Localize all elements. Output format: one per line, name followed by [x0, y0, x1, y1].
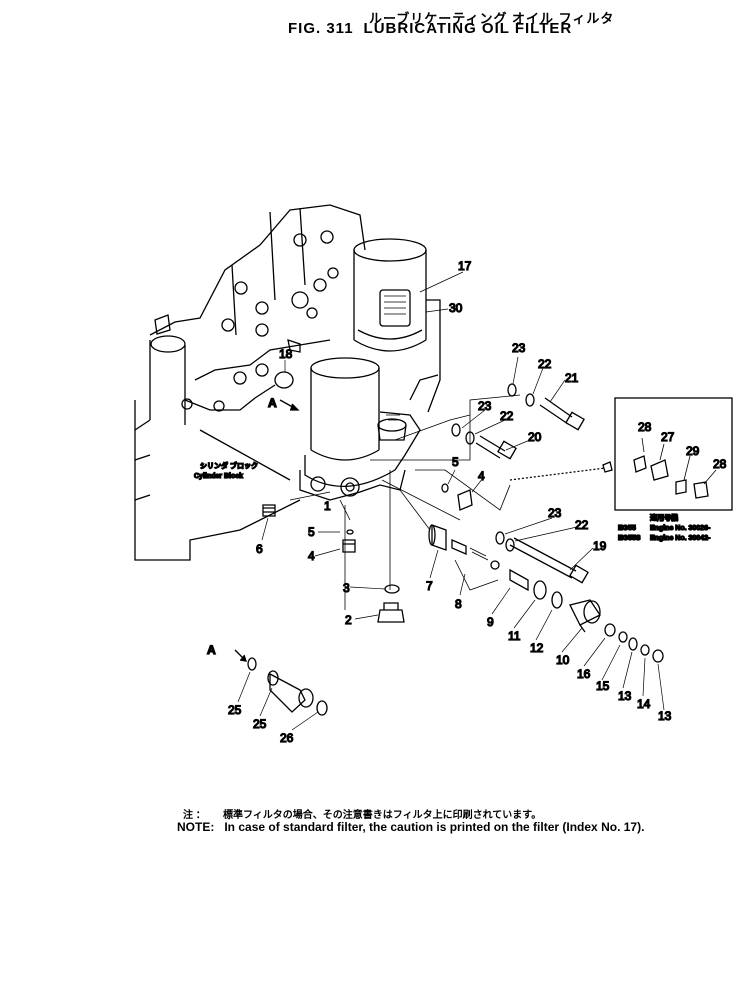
washer-23-b — [451, 423, 461, 437]
block-label-jp: シリンダ ブロック — [200, 461, 258, 470]
inset-box — [614, 397, 733, 511]
callout-12: 12 — [530, 641, 544, 655]
bolt-19 — [509, 537, 589, 584]
nut-16 — [604, 623, 616, 637]
note-label-jp: 注 ： — [183, 810, 206, 821]
washer-11 — [533, 580, 547, 600]
title-japanese: ルーブリケーティング オイル フィルタ — [369, 11, 615, 26]
callout-11: 11 — [508, 629, 521, 643]
callout-22-c: 22 — [575, 518, 589, 532]
note-text-en: In case of standard filter, the caution … — [224, 820, 645, 834]
figure-title: FIG. 311 LUBRICATING OIL FILTER — [288, 20, 582, 37]
callout-30: 30 — [449, 301, 463, 315]
block-label-en: Cylinder Block — [194, 473, 243, 480]
inset-title: 適用号機 — [650, 513, 678, 522]
nut-13-b — [652, 649, 664, 663]
spring-8 — [469, 547, 489, 561]
washer-15 — [618, 631, 628, 643]
ball-8 — [490, 560, 500, 570]
seal-5-a — [441, 483, 449, 493]
callout-13-b: 13 — [658, 709, 672, 723]
callout-2: 2 — [345, 613, 352, 627]
washer-23-a — [507, 383, 517, 397]
view-marker-a-lower: A — [207, 643, 216, 657]
callout-29: 29 — [686, 444, 700, 458]
callout-10: 10 — [556, 653, 570, 667]
callout-14: 14 — [637, 697, 651, 711]
note-label-en: NOTE: — [177, 820, 215, 834]
filter-element-17 — [353, 238, 441, 413]
callout-3: 3 — [343, 581, 350, 595]
sensor-wire — [509, 467, 606, 481]
leader-lines — [237, 271, 665, 731]
inset-model-2: EG55S — [618, 535, 641, 542]
inset-model-1: EG55 — [618, 525, 636, 532]
view-a-assembly — [234, 649, 328, 716]
callout-21: 21 — [565, 371, 579, 385]
callout-9: 9 — [487, 615, 494, 629]
callout-23-b: 23 — [478, 399, 492, 413]
washer-14 — [640, 644, 650, 656]
sleeve-7 — [431, 524, 447, 551]
note-text-jp: 標準フィルタの場合、その注意書きはフィルタ上に印刷されています。 — [223, 810, 542, 821]
plug-2 — [377, 602, 405, 623]
callout-22-b: 22 — [500, 409, 514, 423]
callout-5-a: 5 — [452, 455, 459, 469]
callout-27: 28 — [638, 420, 652, 434]
o-ring-18 — [274, 371, 294, 389]
callout-18: 18 — [279, 347, 293, 361]
callout-16: 16 — [577, 667, 591, 681]
washer-22-b — [465, 431, 475, 445]
washer-23-c — [495, 531, 505, 545]
callout-4-b: 4 — [308, 549, 315, 563]
callout-19: 19 — [593, 539, 607, 553]
callout-24: 25 — [253, 717, 267, 731]
callout-4-a: 4 — [478, 469, 485, 483]
washer-22-c — [505, 538, 515, 552]
callout-20: 20 — [528, 430, 542, 444]
callout-1: 1 — [324, 499, 331, 513]
callout-25-b: 26 — [280, 731, 294, 745]
nut-13-a — [628, 637, 638, 651]
plug-6 — [262, 504, 276, 517]
bolt-20 — [475, 435, 517, 460]
o-ring-3 — [384, 584, 400, 594]
washer-22-a — [525, 393, 535, 407]
callout-17: 17 — [458, 259, 472, 273]
view-marker-a: A — [268, 396, 277, 410]
note-english: NOTE: In case of standard filter, the cau… — [177, 820, 644, 834]
note-japanese: 注 ： 標準フィルタの場合、その注意書きはフィルタ上に印刷されています。 — [183, 806, 541, 821]
o-ring-12 — [551, 591, 563, 609]
callout-28: 28 — [713, 457, 727, 471]
callout-5-b: 5 — [308, 525, 315, 539]
seal-5-b — [346, 529, 354, 535]
callout-8: 8 — [455, 597, 462, 611]
plug-4-a — [457, 489, 473, 511]
callout-22-a: 22 — [538, 357, 552, 371]
callout-23-a: 23 — [512, 341, 526, 355]
plug-4-b — [342, 539, 356, 553]
inset-engine-2: Engine No. 30042- — [650, 535, 711, 542]
view-arrow-a-head — [290, 403, 300, 411]
engine-block — [134, 204, 366, 561]
callout-23-c: 23 — [548, 506, 562, 520]
callout-25-a: 25 — [228, 703, 242, 717]
figure-title-text: LUBRICATING OIL FILTER — [363, 20, 573, 37]
callout-7: 7 — [426, 579, 433, 593]
valve-8 — [451, 539, 467, 555]
inset-engine-1: Engine No. 30026- — [650, 525, 711, 532]
spring-9 — [509, 568, 529, 592]
filter-head-1 — [299, 357, 421, 501]
callout-15: 15 — [596, 679, 610, 693]
figure-number: FIG. 311 — [288, 20, 354, 37]
callout-6: 6 — [256, 542, 263, 556]
callout-13-a: 13 — [618, 689, 632, 703]
bolt-21 — [539, 397, 585, 431]
callout-26: 27 — [661, 430, 675, 444]
